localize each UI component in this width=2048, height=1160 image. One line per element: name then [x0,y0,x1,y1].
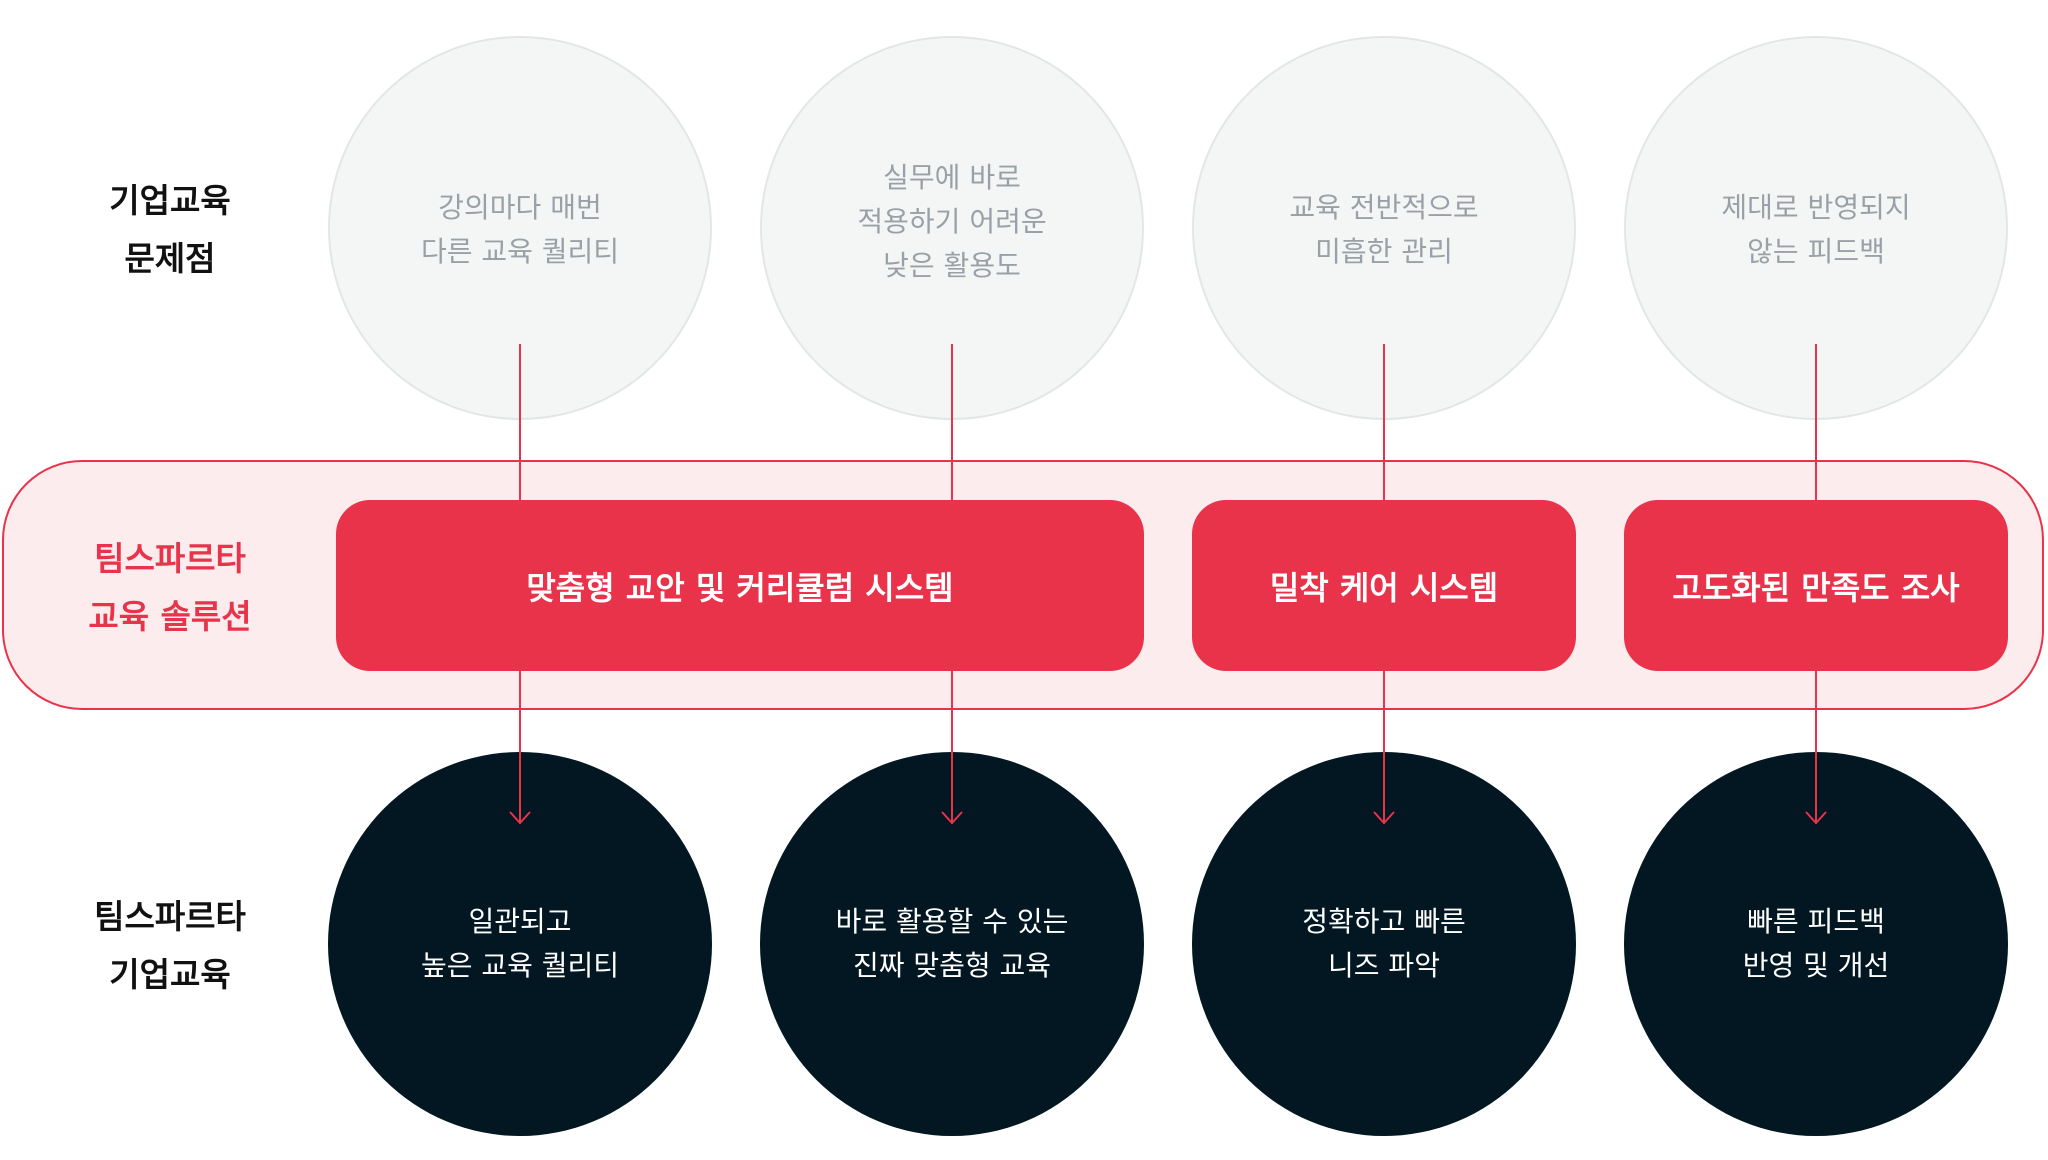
problem-text-line: 다른 교육 퀄리티 [420,235,620,268]
result-text-line: 반영 및 개선 [1742,949,1890,982]
arrowhead-icon [941,811,963,825]
result-text-line: 바로 활용할 수 있는 [835,905,1069,938]
result-text-line: 높은 교육 퀄리티 [420,949,620,982]
problem-text-line: 교육 전반적으로 [1289,191,1479,224]
result-text-line: 니즈 파악 [1328,949,1440,982]
row-label-problem: 기업교육 문제점 [40,172,300,288]
row-label-solution: 팀스파르타 교육 솔루션 [40,530,300,646]
result-text-line: 진짜 맞춤형 교육 [852,949,1052,982]
arrowhead-icon [509,811,531,825]
problem-text-line: 않는 피드백 [1747,235,1885,268]
row-label-result: 팀스파르타 기업교육 [40,888,300,1004]
problem-text-line: 실무에 바로 [883,161,1021,194]
problem-text-line: 제대로 반영되지 [1721,191,1911,224]
problem-text-line: 적용하기 어려운 [857,205,1047,238]
row-label-line: 문제점 [124,239,216,278]
solution-pill: 맞춤형 교안 및 커리큘럼 시스템 [336,500,1144,671]
row-label-line: 팀스파르타 [94,897,246,936]
row-label-line: 기업교육 [109,181,231,220]
result-text-line: 일관되고 [468,905,572,938]
row-label-line: 교육 솔루션 [88,597,252,636]
problem-text-line: 낮은 활용도 [883,249,1021,282]
solution-pill: 밀착 케어 시스템 [1192,500,1576,671]
problem-text-line: 강의마다 매번 [438,191,602,224]
result-text-line: 빠른 피드백 [1747,905,1885,938]
arrowhead-icon [1373,811,1395,825]
row-label-line: 기업교육 [109,955,231,994]
problem-text-line: 미흡한 관리 [1315,235,1453,268]
result-text-line: 정확하고 빠른 [1302,905,1466,938]
arrowhead-icon [1805,811,1827,825]
row-label-line: 팀스파르타 [94,539,246,578]
solution-pill: 고도화된 만족도 조사 [1624,500,2008,671]
